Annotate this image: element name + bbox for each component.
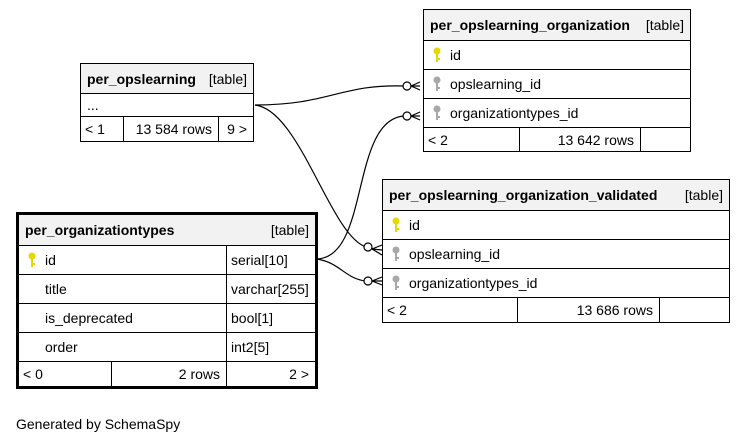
column-name: opslearning_id: [409, 246, 501, 262]
foreign-key-icon: [430, 76, 444, 92]
children-count: [640, 128, 690, 151]
column-name: id: [45, 252, 56, 268]
edge-orgtypes-to-validated: [315, 258, 367, 282]
table-header: per_opslearning_organization_validated […: [383, 180, 729, 210]
foreign-key-icon: [430, 105, 444, 121]
table-kind: [table]: [270, 222, 309, 238]
table-row: order int2[5]: [19, 332, 315, 361]
primary-key-icon: [389, 217, 403, 233]
column-name: opslearning_id: [450, 76, 542, 92]
children-count: [659, 298, 729, 322]
row-count: 13 686 rows: [517, 298, 659, 322]
table-per-opslearning[interactable]: per_opslearning [table] ... < 1 13 584 r…: [80, 63, 254, 142]
table-kind: [table]: [645, 17, 684, 33]
table-per-opslearning-organization-validated[interactable]: per_opslearning_organization_validated […: [382, 179, 730, 323]
parents-count[interactable]: < 2: [428, 131, 448, 148]
table-header: per_opslearning [table]: [81, 64, 253, 93]
table-per-opslearning-organization[interactable]: per_opslearning_organization [table] id …: [423, 9, 691, 152]
column-type: bool[1]: [226, 304, 315, 332]
edge-orgtypes-to-org: [315, 115, 405, 260]
row-count: 2 rows: [111, 362, 226, 386]
table-row: ...: [81, 93, 253, 116]
table-header: per_organizationtypes [table]: [19, 215, 315, 245]
table-row: id: [424, 40, 690, 69]
table-row: opslearning_id: [424, 69, 690, 98]
table-row: organizationtypes_id: [424, 98, 690, 127]
table-row: id: [383, 210, 729, 239]
edge-opslearning-to-org: [254, 85, 405, 106]
column-name: id: [409, 217, 420, 233]
primary-key-icon: [430, 47, 444, 63]
primary-key-icon: [25, 252, 39, 268]
foreign-key-icon: [389, 246, 403, 262]
children-count[interactable]: 2 >: [226, 362, 315, 386]
column-name: id: [450, 47, 461, 63]
edge-opslearning-to-validated: [254, 104, 367, 248]
ellipsis-text: ...: [87, 97, 99, 113]
column-name: title: [45, 281, 67, 297]
table-footer: < 0 2 rows 2 >: [19, 361, 315, 386]
generated-by-note: Generated by SchemaSpy: [16, 416, 181, 432]
table-name: per_opslearning: [87, 70, 196, 87]
foreign-key-icon: [389, 275, 403, 291]
table-row: is_deprecated bool[1]: [19, 303, 315, 332]
table-row: id serial[10]: [19, 245, 315, 274]
children-count[interactable]: 9 >: [218, 117, 253, 141]
row-count: 13 642 rows: [519, 128, 640, 151]
table-row: opslearning_id: [383, 239, 729, 268]
table-name: per_opslearning_organization_validated: [389, 187, 658, 203]
parents-count[interactable]: < 2: [387, 302, 407, 318]
column-name: order: [45, 339, 78, 355]
parents-count[interactable]: < 1: [85, 121, 105, 137]
table-kind: [table]: [684, 187, 723, 203]
table-footer: < 2 13 642 rows: [424, 127, 690, 151]
table-per-organizationtypes[interactable]: per_organizationtypes [table] id serial[…: [16, 212, 318, 389]
table-footer: < 2 13 686 rows: [383, 297, 729, 322]
table-name: per_opslearning_organization: [430, 17, 630, 33]
table-kind: [table]: [208, 70, 247, 87]
column-type: int2[5]: [226, 333, 315, 361]
parents-count: < 0: [23, 366, 43, 382]
table-footer: < 1 13 584 rows 9 >: [81, 116, 253, 141]
table-header: per_opslearning_organization [table]: [424, 10, 690, 40]
column-name: is_deprecated: [45, 310, 133, 326]
table-row: title varchar[255]: [19, 274, 315, 303]
column-name: organizationtypes_id: [409, 275, 538, 291]
table-row: organizationtypes_id: [383, 268, 729, 297]
column-type: varchar[255]: [226, 275, 315, 303]
table-name: per_organizationtypes: [25, 222, 175, 238]
row-count: 13 584 rows: [123, 117, 218, 141]
column-name: organizationtypes_id: [450, 105, 579, 121]
column-type: serial[10]: [226, 246, 315, 274]
